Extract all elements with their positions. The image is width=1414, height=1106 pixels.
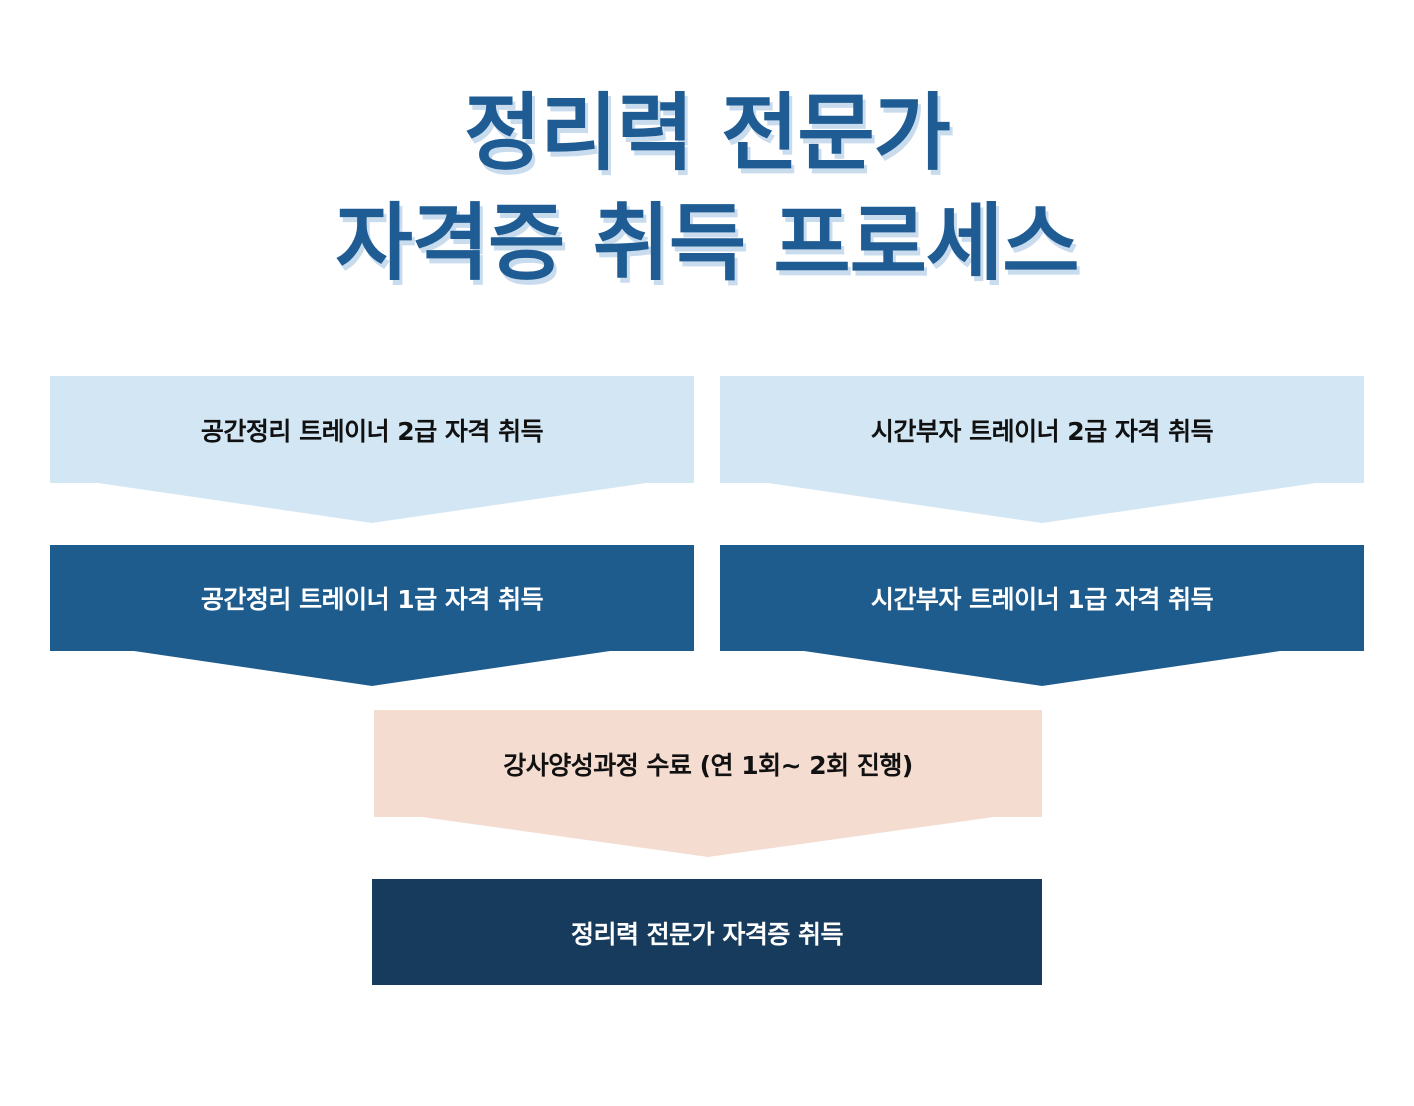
step-final-label: 정리력 전문가 자격증 취득 bbox=[570, 920, 844, 949]
title-line-1: 정리력 전문가 bbox=[464, 84, 951, 182]
step-space-level1-label: 공간정리 트레이너 1급 자격 취득 bbox=[200, 585, 544, 614]
step-space-level2-shape bbox=[50, 376, 694, 523]
step-time-level1-shape bbox=[720, 545, 1364, 686]
step-instructor-course-shape bbox=[374, 710, 1042, 857]
step-time-level1: 시간부자 트레이너 1급 자격 취득 bbox=[720, 545, 1364, 686]
step-space-level1: 공간정리 트레이너 1급 자격 취득 bbox=[50, 545, 694, 686]
step-space-level2-label: 공간정리 트레이너 2급 자격 취득 bbox=[200, 417, 544, 446]
page-title: 정리력 전문가 자격증 취득 프로세스 bbox=[0, 78, 1414, 298]
step-instructor-course-label: 강사양성과정 수료 (연 1회~ 2회 진행) bbox=[503, 751, 913, 780]
step-space-level2: 공간정리 트레이너 2급 자격 취득 bbox=[50, 376, 694, 523]
step-space-level1-shape bbox=[50, 545, 694, 686]
title-line-2: 자격증 취득 프로세스 bbox=[335, 194, 1079, 292]
step-final: 정리력 전문가 자격증 취득 bbox=[372, 879, 1042, 985]
step-instructor-course: 강사양성과정 수료 (연 1회~ 2회 진행) bbox=[374, 710, 1042, 857]
step-time-level2-shape bbox=[720, 376, 1364, 523]
step-time-level2: 시간부자 트레이너 2급 자격 취득 bbox=[720, 376, 1364, 523]
step-time-level1-label: 시간부자 트레이너 1급 자격 취득 bbox=[870, 585, 1214, 614]
step-time-level2-label: 시간부자 트레이너 2급 자격 취득 bbox=[870, 417, 1214, 446]
